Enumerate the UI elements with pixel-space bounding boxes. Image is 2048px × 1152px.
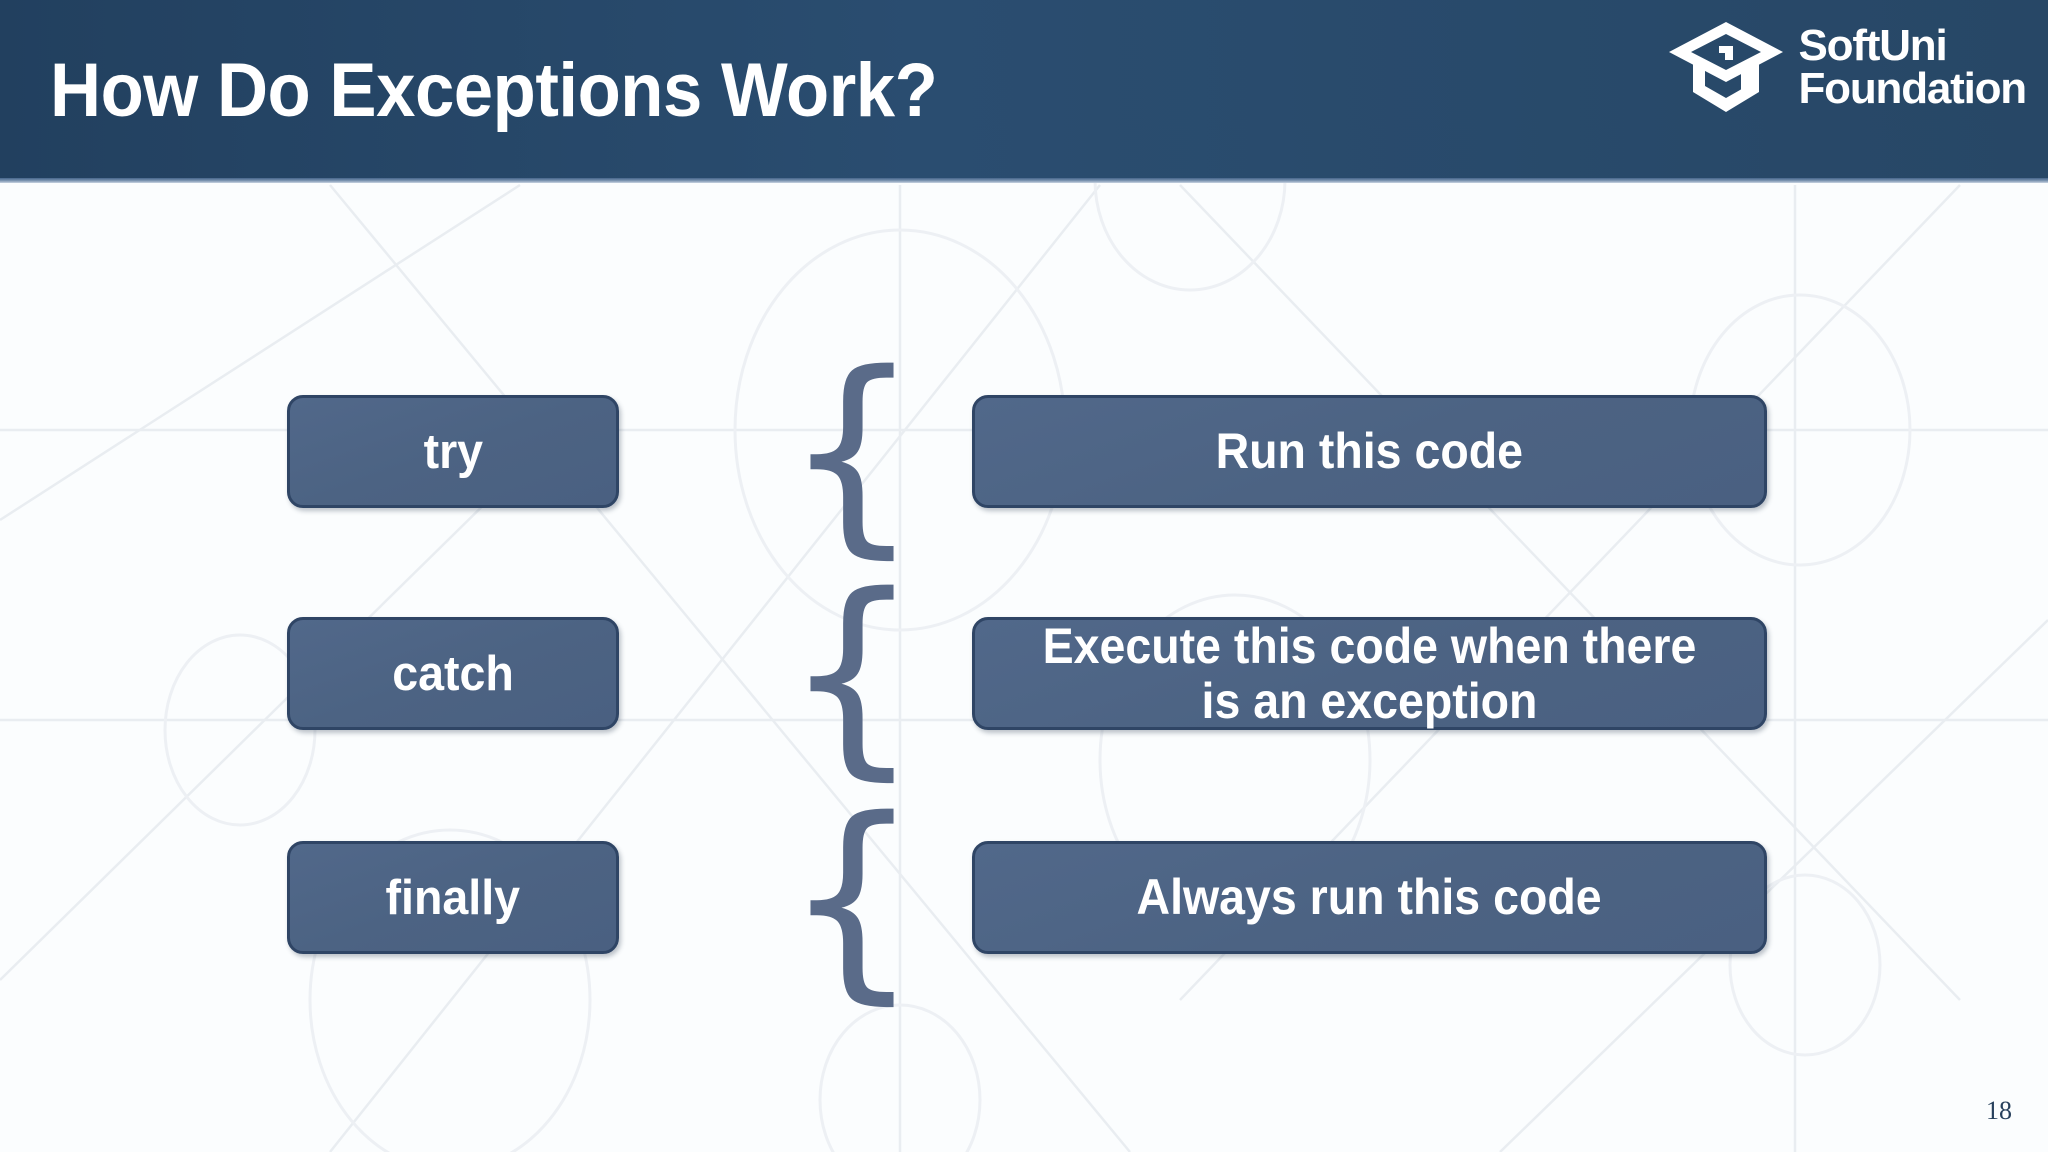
try-catch-finally-diagram: try { Run this code catch { Execute this…	[0, 183, 2048, 1152]
keyword-box-finally[interactable]: finally	[287, 841, 619, 954]
keyword-box-try[interactable]: try	[287, 395, 619, 508]
description-box-try[interactable]: Run this code	[972, 395, 1767, 508]
brace-icon-2: {	[783, 547, 921, 799]
description-label: Always run this code	[1136, 869, 1603, 925]
brand-name: SoftUni Foundation	[1798, 21, 2028, 113]
keyword-label: finally	[385, 870, 521, 925]
description-label: Run this code	[1215, 423, 1524, 479]
brand-line-1: SoftUni	[1798, 21, 1948, 71]
description-label: Execute this code when there is an excep…	[1042, 617, 1697, 729]
brand-line-2: Foundation	[1798, 64, 2028, 113]
keyword-box-catch[interactable]: catch	[287, 617, 619, 730]
header-underline	[0, 178, 2048, 183]
description-box-finally[interactable]: Always run this code	[972, 841, 1767, 954]
graduation-cap-icon	[1668, 22, 1783, 112]
page-number: 18	[1986, 1096, 2012, 1125]
brand-logo: SoftUni Foundation	[1667, 18, 2027, 118]
description-box-catch[interactable]: Execute this code when there is an excep…	[972, 617, 1767, 730]
keyword-label: catch	[392, 646, 514, 701]
brace-icon-3: {	[783, 771, 921, 1023]
keyword-label: try	[423, 424, 483, 479]
page-title: How Do Exceptions Work?	[50, 48, 938, 133]
brace-icon-1: {	[783, 325, 921, 577]
